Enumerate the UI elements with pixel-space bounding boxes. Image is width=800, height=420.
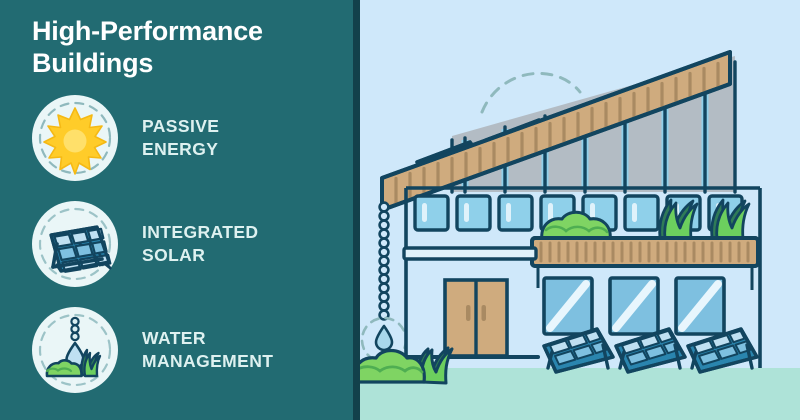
feature-label-passive-energy: PASSIVE ENERGY (142, 115, 219, 161)
sun-icon (30, 93, 120, 183)
ground-solar-panel (542, 327, 615, 374)
storefront-window (674, 276, 726, 336)
door-handle (466, 305, 471, 321)
feature-label-line-1: WATER (142, 327, 206, 348)
feature-label-line-2: MANAGEMENT (142, 351, 274, 371)
daylight-arc-dashes (480, 71, 582, 114)
feature-label-integrated-solar: INTEGRATED SOLAR (142, 221, 258, 267)
sloped-louvered-roof-canopy (380, 50, 732, 212)
rain-garden-planting (360, 346, 454, 385)
solar-panel-icon (30, 199, 120, 289)
ground-solar-panel (614, 327, 687, 374)
green-roof-planter-awning (530, 198, 760, 290)
feature-label-water-management: WATER MANAGEMENT (142, 327, 273, 373)
planter-louver-slats (539, 241, 750, 263)
page-title-line-2: Buildings (32, 47, 154, 78)
storefront-window (608, 276, 660, 336)
feature-item-water-management[interactable]: WATER MANAGEMENT (30, 304, 350, 396)
water-drop-plants-icon (30, 305, 120, 395)
ground-solar-panel (686, 327, 759, 374)
feature-label-line-2: ENERGY (142, 139, 219, 159)
feature-item-passive-energy[interactable]: PASSIVE ENERGY (30, 92, 350, 184)
panel-divider (353, 0, 360, 420)
roof-louver-slats (394, 61, 720, 205)
building-illustration (360, 0, 800, 420)
ground-mounted-solar-array (542, 327, 759, 374)
feature-label-line-1: PASSIVE (142, 115, 220, 136)
page-title-line-1: High-Performance (32, 16, 263, 46)
double-entry-doors (404, 278, 540, 359)
feature-item-integrated-solar[interactable]: INTEGRATED SOLAR (30, 198, 350, 290)
right-panel (360, 0, 800, 420)
feature-label-line-2: SOLAR (142, 245, 206, 265)
door-handle (481, 305, 486, 321)
storefront-window (542, 276, 594, 336)
storefront-windows (542, 276, 726, 336)
entry-canopy (402, 246, 538, 261)
feature-label-line-1: INTEGRATED (142, 221, 259, 242)
